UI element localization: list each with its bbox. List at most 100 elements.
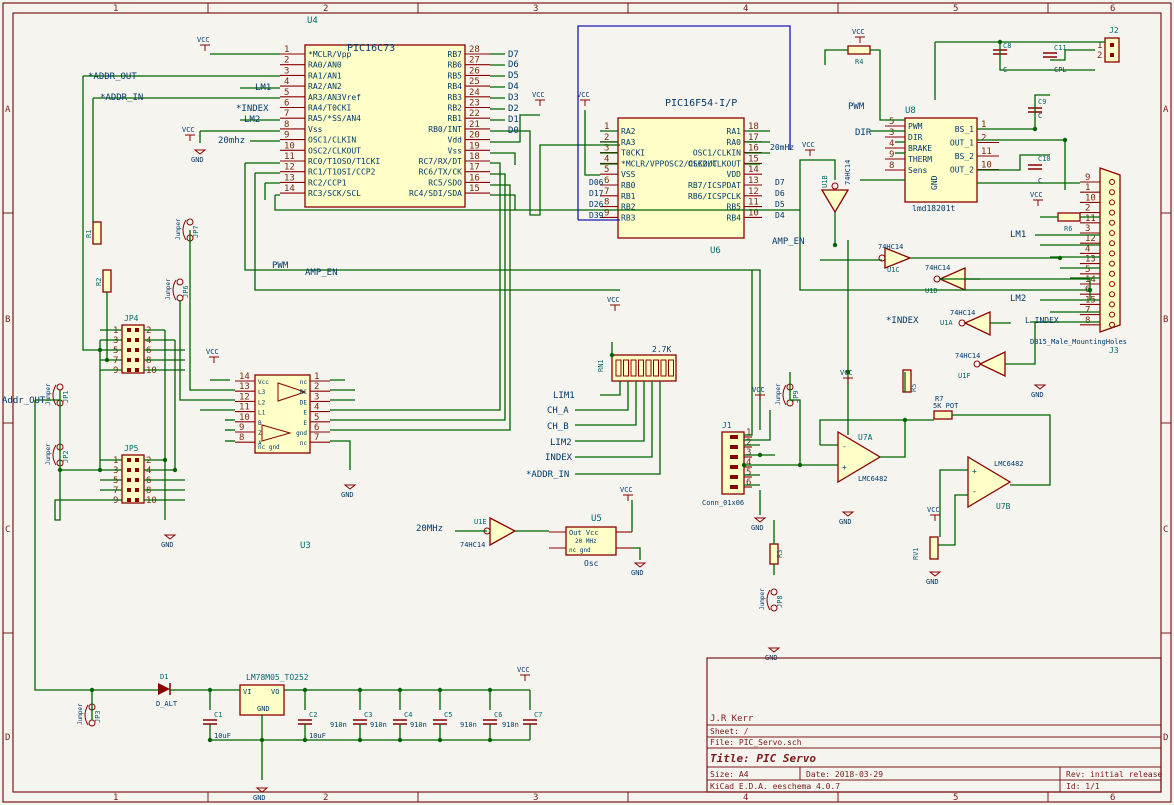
j1-pin-number: 3 <box>746 448 751 458</box>
header-pin-number: 4 <box>146 336 151 346</box>
j3-db15[interactable]: J3 DB15_Male_MountingHoles 9110211312413… <box>1030 167 1127 355</box>
u1a-inverter[interactable]: U1A 74HC14 <box>940 309 991 337</box>
gnd-symbol: GND <box>839 518 852 526</box>
pin-name: AR3/AN3Vref <box>308 93 361 102</box>
d1-diode[interactable]: D1 D_ALT <box>156 673 178 708</box>
header-pin-number: 7 <box>113 486 118 496</box>
u7b-value: LMC6482 <box>994 460 1024 468</box>
header-pin-number: 10 <box>146 366 157 376</box>
u7a-minus: - <box>842 442 847 451</box>
net-label: D5 <box>508 71 519 81</box>
gnd-symbol: GND <box>341 491 354 499</box>
u5-oscillator[interactable]: U5 Out Vcc 20 MHz nc gnd Osc <box>549 514 632 568</box>
c8-capacitor[interactable]: C8C <box>993 42 1011 74</box>
junction-dot <box>97 467 103 473</box>
u1b-inverter[interactable]: U1B 74HC14 <box>820 160 852 214</box>
c6-ref: C6 <box>494 711 502 719</box>
rn1-resistor-network[interactable]: RN1 2.7K <box>597 345 677 382</box>
header-pin-number: 4 <box>146 466 151 476</box>
tb-title: Title: PIC Servo <box>710 752 816 765</box>
pin-number: 4 <box>889 139 894 149</box>
pin-name: RC6/TX/CK <box>419 168 463 177</box>
pin-name: RC7/RX/DT <box>419 157 463 166</box>
r6-resistor[interactable]: R6 <box>1057 212 1081 233</box>
pin-number: 5 <box>604 165 609 175</box>
pin-name: RB2 <box>448 104 463 113</box>
net-label: DIR <box>855 128 872 138</box>
pin-name: B <box>258 420 262 427</box>
u1f-inverter[interactable]: U1F 74HC14 <box>955 350 1006 380</box>
r4-resistor[interactable]: R4 <box>847 45 871 66</box>
pin-name: RA1/AN1 <box>308 71 342 80</box>
r3-resistor[interactable]: R3 <box>769 543 784 565</box>
pin-name: RA0/AN0 <box>308 61 342 70</box>
c9-capacitor[interactable]: C9C <box>1028 98 1046 120</box>
pin-name: RB6/ICSPCLK <box>688 192 741 201</box>
c7-ref: C7 <box>534 711 542 719</box>
u1e-inverter[interactable]: U1E 74HC14 <box>460 516 517 549</box>
junction-dot <box>397 737 403 743</box>
pin-name: RB4 <box>448 82 463 91</box>
r5-resistor[interactable]: R5 <box>902 369 918 393</box>
pin-number: 23 <box>469 99 480 109</box>
u7a-opamp[interactable]: - + U7A LMC6482 <box>837 430 888 484</box>
net-label: 20MHz <box>416 524 443 534</box>
u1c-inverter[interactable]: U1C 74HC14 <box>878 243 912 274</box>
j2-connector[interactable]: J2 1 2 <box>1097 26 1120 63</box>
pin-number: 17 <box>748 133 759 143</box>
u7b-opamp[interactable]: + - U7B LMC6482 <box>967 455 1024 511</box>
pin-name: OSC1/CLKIN <box>308 136 356 145</box>
pin-number: 28 <box>469 45 480 55</box>
pin-name: RC1/T1OSI/CCP2 <box>308 168 376 177</box>
junction-dot <box>172 467 178 473</box>
header-pin-number: 2 <box>146 456 151 466</box>
u7-regulator[interactable]: LM78M05_TO252 U7 VI VO GND <box>239 669 309 716</box>
r1-resistor[interactable]: R1 <box>85 221 102 245</box>
j2-pin-1: 1 <box>1097 41 1102 51</box>
r2-ref: R2 <box>95 278 103 286</box>
c9-ref: C9 <box>1038 98 1046 106</box>
c7-value: 910n <box>502 721 519 729</box>
pin-number: 12 <box>284 163 295 173</box>
pin-name: RC2/CCP1 <box>308 178 347 187</box>
vcc-symbol: VCC <box>607 296 620 304</box>
pin-name: OUT_1 <box>950 139 974 148</box>
net-label: CH_B <box>547 422 569 432</box>
c7-capacitor[interactable]: C7 910n <box>502 711 542 740</box>
vcc-symbol: VCC <box>197 36 210 44</box>
tb-author: J.R Kerr <box>710 714 754 724</box>
net-label: *ADDR_OUT <box>88 72 137 82</box>
rv1-value: 5K POT <box>933 402 959 410</box>
pin-name: RC5/SDO <box>428 178 462 187</box>
pin-name: Vcc <box>258 379 269 386</box>
u7-vo: VO <box>271 688 279 696</box>
vcc-symbol: VCC <box>577 91 590 99</box>
pin-number: 24 <box>469 88 480 98</box>
c4-ref: C4 <box>404 711 412 719</box>
r2-resistor[interactable]: R2 <box>95 269 112 293</box>
rv1-pot[interactable]: RV1 <box>912 536 939 560</box>
u8-body <box>904 117 978 203</box>
u7-vi: VI <box>243 688 251 696</box>
